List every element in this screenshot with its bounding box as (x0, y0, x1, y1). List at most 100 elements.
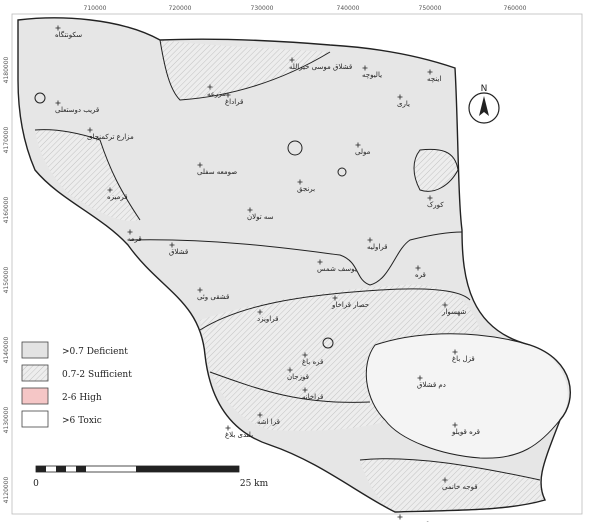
place-marker: قرمه (127, 229, 142, 243)
place-label: شهسوار (441, 308, 466, 316)
legend-label: >0.7 Deficient (62, 347, 128, 357)
place-label: قراولیه (367, 243, 388, 251)
place-label: قوزجان (287, 373, 309, 381)
place-marker: برنجق (297, 179, 315, 193)
place-cross-icon (362, 65, 368, 71)
zone-sufficient-north (160, 40, 330, 100)
place-marker: سکونتگاه (55, 25, 82, 39)
place-label: قراخانه (302, 393, 323, 401)
place-marker: قرا اشه (257, 412, 280, 426)
place-cross-icon (297, 179, 303, 185)
place-marker: حصار قراخاو (331, 295, 369, 309)
place-cross-icon (169, 242, 175, 248)
place-label: حصار قراخاو (331, 301, 369, 309)
north-arrow-label: N (481, 84, 488, 94)
left-tick-label: 4180000 (3, 56, 10, 83)
legend: >0.7 Deficient 0.7-2 Sufficient 2-6 High… (21, 341, 132, 428)
zone-sufficient-east (414, 149, 458, 192)
zone-boundary (129, 231, 463, 286)
zone-boundary (209, 371, 371, 403)
place-marker: اینچه (427, 69, 441, 83)
place-cross-icon (225, 92, 231, 98)
place-label: قشقی وئی (197, 293, 229, 301)
place-label: قریب دوستعلی (55, 106, 99, 114)
place-label: مولی (355, 148, 371, 156)
place-cross-icon (355, 142, 361, 148)
place-label: بلندی بلاغ (225, 431, 253, 439)
place-label: قراداغ (225, 98, 243, 106)
legend-swatch-high (21, 387, 49, 405)
north-arrow-icon (479, 96, 489, 116)
legend-item: >0.7 Deficient (21, 341, 128, 359)
place-cross-icon (289, 57, 295, 63)
place-cross-icon (317, 259, 323, 265)
left-tick-label: 4140000 (3, 336, 10, 363)
place-label: قراویزد (257, 315, 278, 323)
place-marker: قرمیزه (107, 187, 128, 201)
left-tick-labels: 4180000 4170000 4160000 4150000 4140000 … (3, 56, 10, 503)
top-tick-label: 720000 (169, 5, 192, 12)
place-marker: دم قشلاق (417, 375, 446, 389)
legend-label: >6 Toxic (62, 416, 102, 426)
place-marker: قراداغ (225, 92, 243, 106)
left-tick-label: 4130000 (3, 406, 10, 433)
top-tick-label: 740000 (337, 5, 360, 12)
place-cross-icon (287, 367, 293, 373)
place-cross-icon (247, 207, 253, 213)
legend-item: >6 Toxic (21, 410, 102, 428)
place-label: مزرعه (207, 90, 226, 98)
place-cross-icon (415, 265, 421, 271)
legend-swatch-deficient (21, 341, 49, 359)
place-cross-icon (452, 349, 458, 355)
place-cross-icon (225, 425, 231, 431)
legend-label: 0.7-2 Sufficient (62, 370, 132, 380)
place-label: قره باغ (302, 358, 323, 366)
study-area-boundary (17, 17, 571, 513)
place-label: یوسف شمس (317, 265, 357, 273)
place-cross-icon (55, 100, 61, 106)
place-marker: یاری (397, 94, 410, 108)
place-label: قرمیزه (107, 193, 128, 201)
top-tick-labels: 710000 720000 730000 740000 750000 76000… (84, 5, 527, 12)
place-label: دم قشلاق (417, 381, 446, 389)
place-cross-icon (197, 287, 203, 293)
zone-boundary (413, 148, 459, 192)
place-cross-icon (452, 422, 458, 428)
place-marker: قوزجان (287, 367, 309, 381)
place-marker: قشلاق موسی خیرالله (289, 57, 352, 71)
place-label: سکونتگاه (55, 30, 82, 39)
place-cross-icon (302, 387, 308, 393)
place-label: قرمه (127, 235, 142, 243)
place-label: قره (415, 271, 426, 279)
place-label: اینچه (427, 75, 441, 83)
zone-boundary (199, 288, 471, 331)
place-cross-icon (127, 229, 133, 235)
place-marker: مزارع ترکمنچای (87, 127, 134, 141)
place-cross-icon (107, 187, 113, 193)
left-tick-label: 4120000 (3, 476, 10, 503)
zone-boundary (365, 333, 561, 459)
place-cross-icon (427, 195, 433, 201)
place-cross-icon (442, 302, 448, 308)
small-lake (287, 140, 303, 156)
place-label: قره قویلو (451, 428, 480, 436)
scale-end-label: 25 km (240, 479, 269, 489)
place-cross-icon (427, 69, 433, 75)
place-marker: قره باغ (302, 352, 323, 366)
place-label: سه تولان (247, 213, 274, 221)
place-cross-icon (257, 412, 263, 418)
place-marker: قوچه نصب (397, 514, 429, 522)
top-tick-label: 730000 (251, 5, 274, 12)
legend-item: 2-6 High (21, 387, 102, 405)
legend-swatch-toxic (21, 410, 49, 428)
legend-label: 2-6 High (62, 393, 102, 403)
north-arrow: N (468, 84, 500, 124)
place-marker: قزل باغ (452, 349, 475, 363)
place-label: صومعه سفلی (197, 168, 237, 176)
study-area (17, 17, 571, 513)
small-lake (337, 167, 347, 177)
place-cross-icon (397, 94, 403, 100)
place-marker: مولی (355, 142, 371, 156)
place-cross-icon (367, 237, 373, 243)
